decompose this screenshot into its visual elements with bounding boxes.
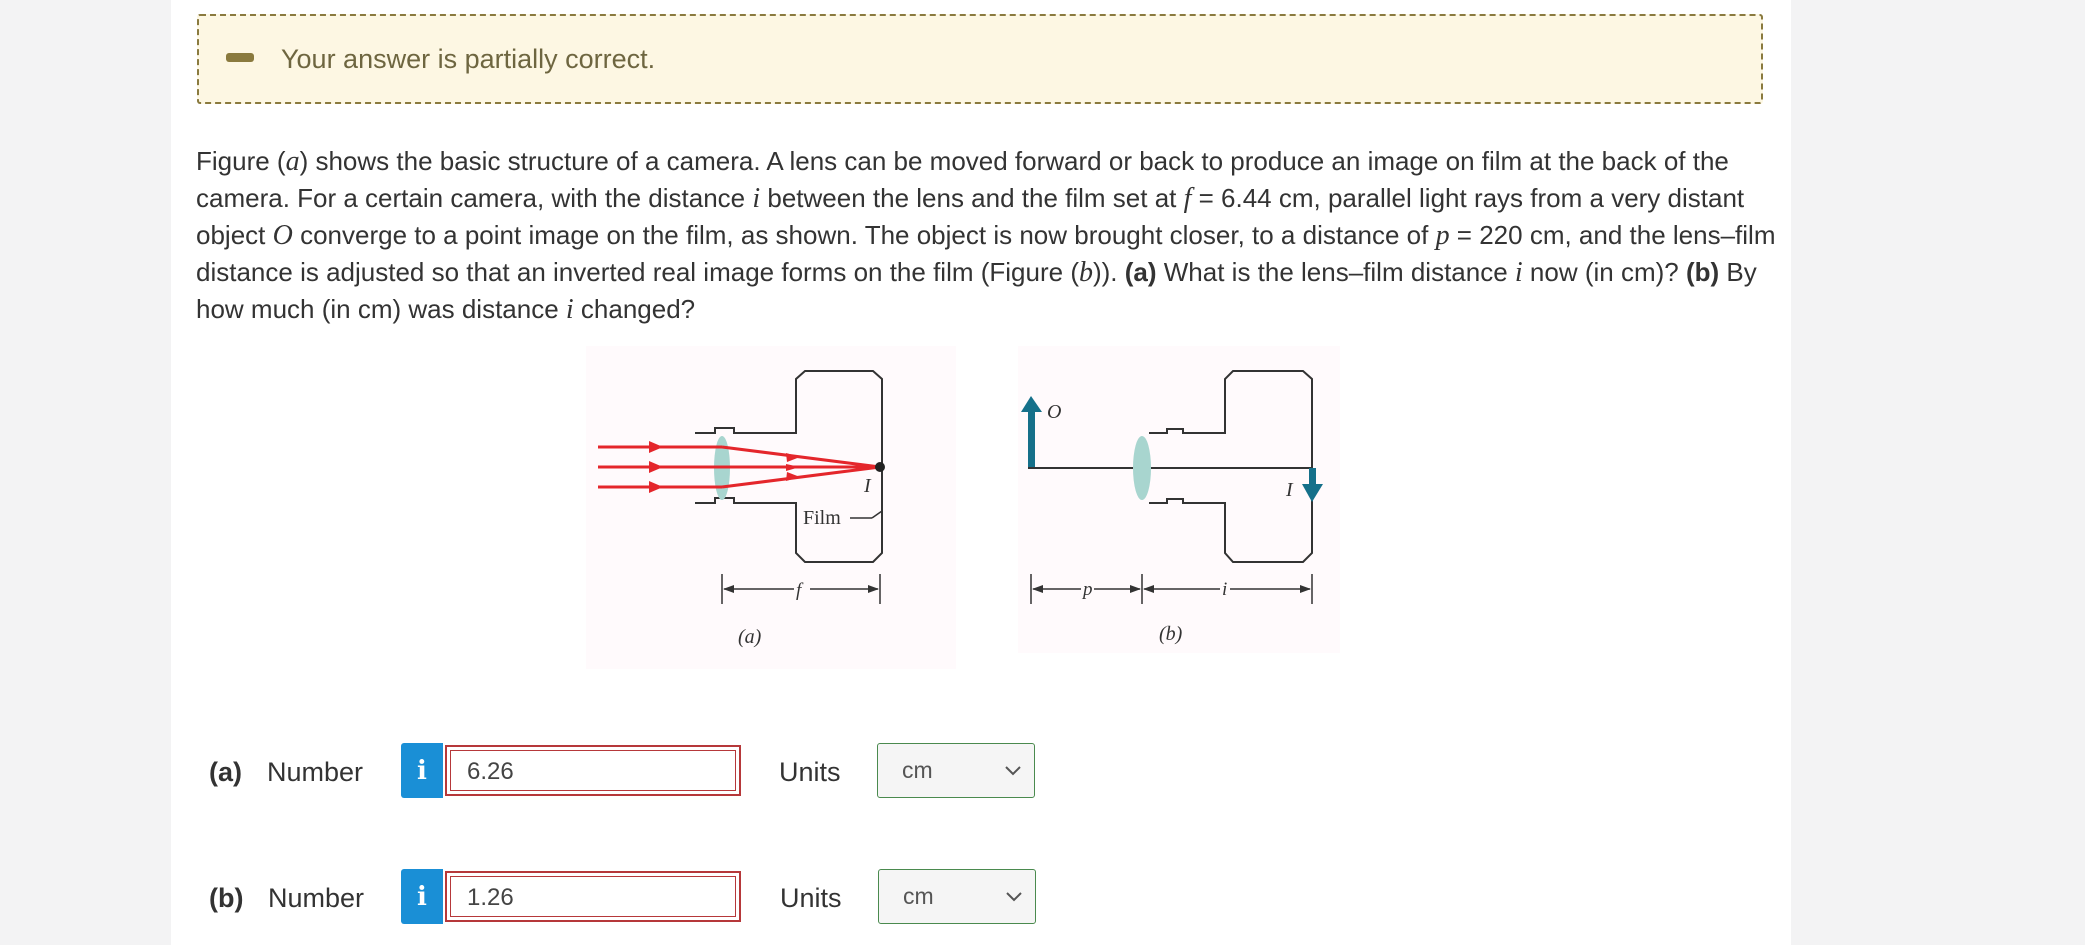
image-point-a [875, 462, 885, 472]
lens-b [1133, 436, 1151, 500]
object-arrow-shaft [1028, 408, 1035, 468]
caption-b: (b) [1159, 623, 1183, 645]
label-i-b: I [1285, 479, 1294, 501]
figure-a: I Film f (a) [586, 346, 956, 669]
answer-b-input[interactable]: 1.26 [445, 871, 741, 922]
answer-a-input[interactable]: 6.26 [445, 745, 741, 796]
part-a-label: (a) [209, 757, 242, 787]
partial-minus-icon [226, 53, 254, 62]
units-b-value: cm [903, 883, 934, 909]
image-arrow-head [1302, 484, 1323, 502]
label-i-dim: i [1222, 579, 1227, 600]
units-b-select[interactable]: cm [878, 869, 1036, 924]
label-o: O [1047, 401, 1061, 423]
question-text: Figure (a) shows the basic structure of … [196, 146, 1776, 325]
part-b-label: (b) [209, 883, 244, 913]
info-icon[interactable]: i [401, 743, 443, 798]
info-icon[interactable]: i [401, 869, 443, 924]
chevron-down-icon [1006, 892, 1022, 902]
caption-a: (a) [738, 626, 762, 648]
object-arrow-head [1021, 396, 1042, 412]
image-arrow-shaft [1309, 468, 1316, 490]
part-a-number-label: Number [267, 757, 364, 787]
label-film: Film [803, 507, 841, 529]
label-f: f [796, 580, 804, 601]
page-panel [171, 0, 1791, 945]
partial-correct-alert: Your answer is partially correct. [197, 14, 1763, 104]
label-p: p [1081, 579, 1093, 600]
units-a-select[interactable]: cm [877, 743, 1035, 798]
alert-text: Your answer is partially correct. [281, 44, 656, 74]
part-a-units-label: Units [779, 757, 841, 787]
units-a-value: cm [902, 757, 933, 783]
part-b-units-label: Units [780, 883, 842, 913]
label-i-a: I [863, 475, 872, 497]
figure-b: O I p i (b) [1018, 346, 1340, 653]
chevron-down-icon [1005, 766, 1021, 776]
part-b-number-label: Number [268, 883, 365, 913]
camera-body-b [1149, 370, 1313, 563]
